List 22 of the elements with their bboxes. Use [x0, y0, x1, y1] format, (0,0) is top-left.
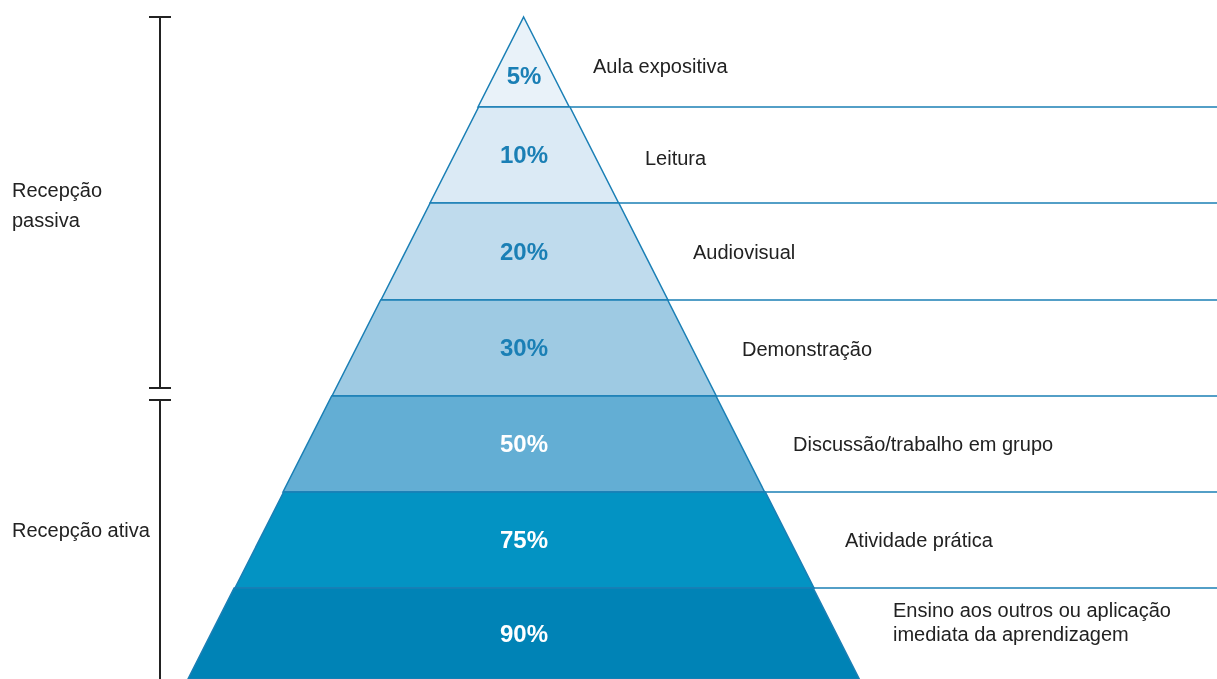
percentage-text: 30%	[499, 334, 548, 362]
pyramid-level	[331, 300, 717, 396]
group-label: Recepção passiva	[12, 178, 104, 233]
level-label: Discussão/trabalho em grupo	[793, 432, 1055, 456]
percentage-text: 10%	[499, 141, 548, 169]
level-label: Demonstração	[742, 337, 874, 361]
pyramid-level	[283, 396, 765, 492]
pyramid-level	[380, 203, 668, 300]
level-label: Aula expositiva	[593, 54, 729, 78]
pyramid-level	[234, 492, 814, 588]
percentage-text: 20%	[499, 237, 548, 266]
level-label: Audiovisual	[693, 240, 797, 264]
percentage-text: 90%	[499, 619, 548, 648]
level-label: Leitura	[645, 146, 708, 170]
pyramid-level	[188, 588, 860, 679]
level-label: Atividade prática	[845, 528, 994, 552]
percentage-text: 5%	[506, 61, 542, 90]
pyramid-level	[429, 107, 619, 203]
percentage-text: 50%	[499, 430, 548, 458]
level-label: Ensino aos outros ou aplicação imediata da aprendizagem	[893, 598, 1172, 646]
percentage-text: 75%	[499, 526, 548, 554]
group-label: Recepção ativa	[12, 518, 151, 543]
